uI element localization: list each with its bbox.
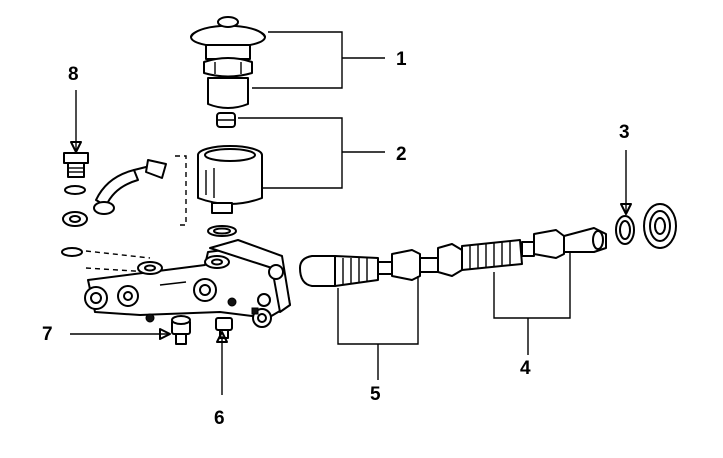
master-cylinder-body-icon: [84, 239, 291, 319]
callout-3: 3: [619, 122, 630, 143]
callout-8: 8: [68, 64, 79, 85]
plug-icon: [251, 307, 272, 328]
hose-icon: [93, 159, 167, 215]
banjo-bolt-icon: [61, 152, 89, 257]
callout-4: 4: [520, 358, 531, 379]
snap-ring-icon: [615, 215, 635, 245]
strainer-icon: [216, 112, 236, 128]
boot-icon: [643, 203, 677, 249]
callout-5: 5: [370, 384, 381, 405]
check-valve-icon: [171, 315, 191, 345]
callout-6: 6: [214, 408, 225, 429]
callout-7: 7: [42, 324, 53, 345]
callout-2: 2: [396, 144, 407, 165]
primary-piston-icon: [461, 227, 607, 271]
secondary-piston-icon: [299, 243, 463, 287]
callout-1: 1: [396, 49, 407, 70]
reservoir-icon: [197, 145, 263, 237]
callout-leaders: [70, 31, 632, 395]
reservoir-cap-icon: [190, 16, 266, 109]
